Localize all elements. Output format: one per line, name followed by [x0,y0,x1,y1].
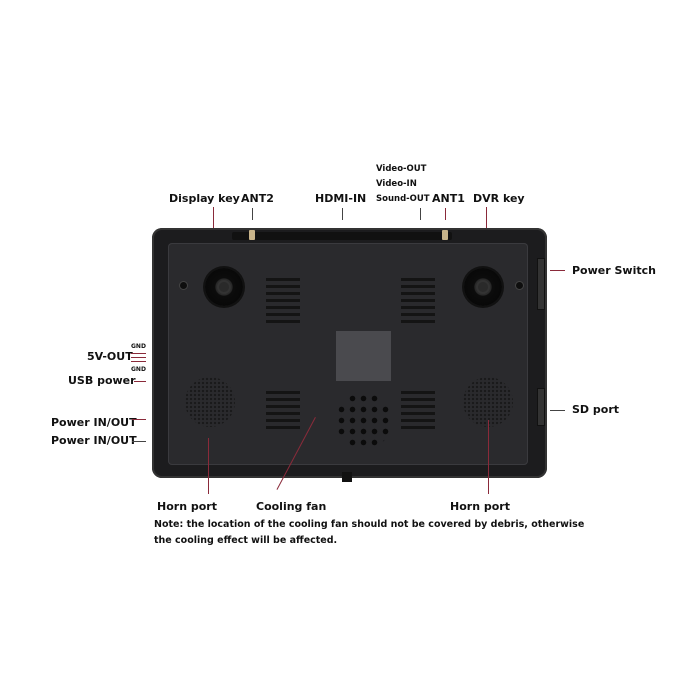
cooling-fan-grille [336,393,392,449]
label-sd-port: SD port [572,403,619,416]
cooling-note: Note: the location of the cooling fan sh… [154,519,585,546]
back-panel [168,243,528,465]
label-usb-power: USB power [68,374,136,387]
leader-5v-1 [131,353,146,354]
label-power-in-out-2: Power IN/OUT [51,434,137,447]
leader-power-switch [550,270,565,271]
label-5v-out: 5V-OUT [87,350,133,363]
label-gnd-bottom: GND [131,366,146,373]
vent-top-left [266,278,300,327]
dvr-key-knob[interactable] [464,268,502,306]
leader-sd-port [550,410,565,411]
top-connector-strip [232,232,452,240]
vent-bottom-right [401,391,435,433]
label-ant1: ANT1 [432,192,465,205]
label-hdmi-in: HDMI-IN [315,192,367,205]
leader-ant1 [445,208,446,220]
spec-label-plate [336,331,391,381]
ant2-connector [249,230,255,240]
label-display-key: Display key [169,192,240,205]
horn-port-right-grille [463,377,513,427]
label-power-in-out-1: Power IN/OUT [51,416,137,429]
bottom-tab [342,472,352,482]
leader-power-2 [132,441,146,442]
ant1-connector [442,230,448,240]
label-horn-port-right: Horn port [450,500,510,513]
label-horn-port-left: Horn port [157,500,217,513]
label-video-in: Video-IN [376,179,417,189]
display-key-knob[interactable] [205,268,243,306]
sd-port-slot[interactable] [537,388,545,426]
monitor-back [152,228,547,482]
leader-5v-2 [131,357,146,358]
label-sound-out: Sound-OUT [376,194,430,204]
leader-ant2 [252,208,253,220]
horn-port-left-grille [185,377,235,427]
label-cooling-fan: Cooling fan [256,500,327,513]
screw [516,282,523,289]
screw [180,282,187,289]
leader-power-1 [132,419,146,420]
label-video-out: Video-OUT [376,164,427,174]
label-power-switch: Power Switch [572,264,656,277]
leader-5v-3 [131,361,146,362]
leader-usb-power [134,381,146,382]
label-dvr-key: DVR key [473,192,525,205]
leader-av [420,208,421,220]
vent-bottom-left [266,391,300,433]
leader-horn-port-right [488,420,489,494]
label-ant2: ANT2 [241,192,274,205]
leader-horn-port-left [208,438,209,494]
label-gnd-top: GND [131,343,146,350]
leader-hdmi-in [342,208,343,220]
power-switch-port[interactable] [537,258,545,310]
vent-top-right [401,278,435,327]
